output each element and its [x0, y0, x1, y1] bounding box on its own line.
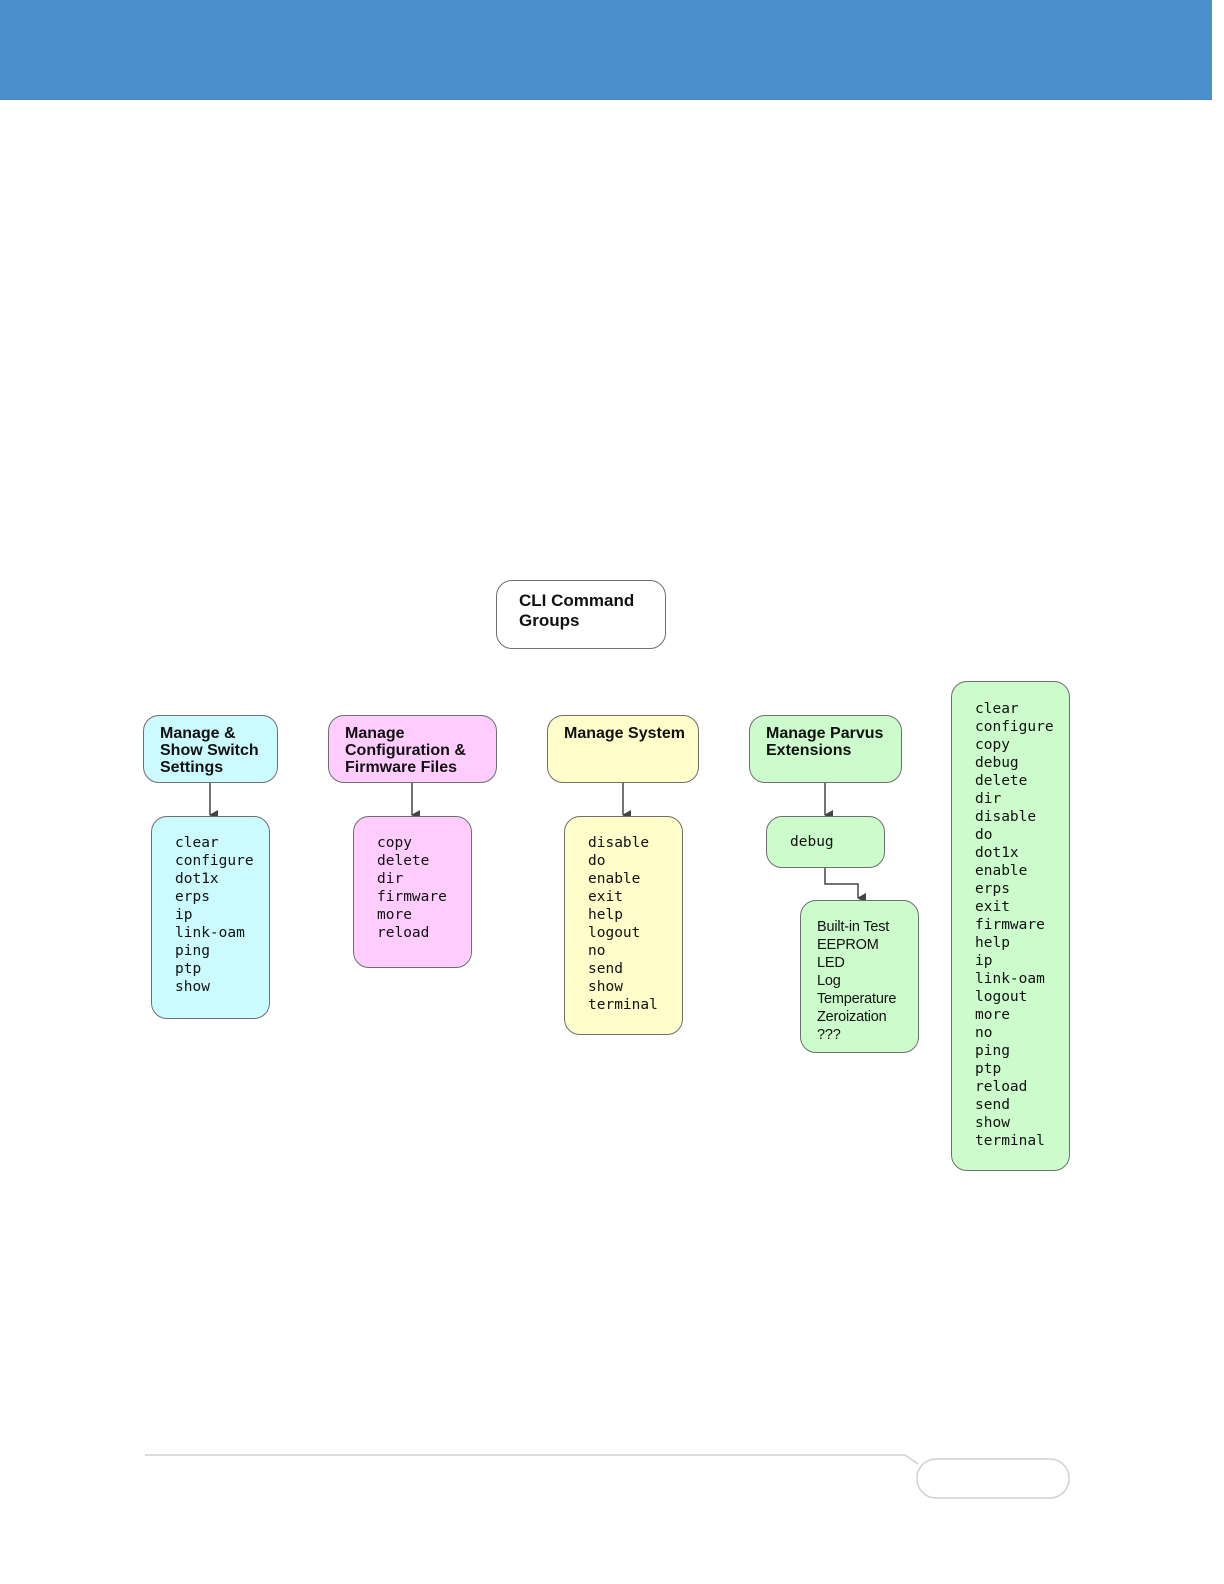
all-command-item: copy [975, 737, 1010, 753]
command-item: no [588, 943, 606, 959]
all-command-item: ptp [975, 1061, 1002, 1077]
all-command-item: dir [975, 791, 1002, 807]
command-item: ptp [175, 961, 202, 977]
command-item: configure [175, 853, 254, 869]
command-item: more [377, 907, 412, 923]
command-item: show [588, 979, 623, 995]
all-command-item: reload [975, 1079, 1028, 1095]
debug-option-item: ??? [817, 1027, 841, 1043]
footer-rule [145, 1454, 919, 1465]
all-command-item: enable [975, 863, 1028, 879]
debug-option-item: LED [817, 955, 845, 971]
all-command-item: ping [975, 1043, 1010, 1059]
all-command-item: more [975, 1007, 1010, 1023]
command-item: ip [175, 907, 193, 923]
group-manage-configuration-firmware-files: Manage Configuration & Firmware Files [328, 715, 497, 783]
command-item: help [588, 907, 623, 923]
all-command-item: ip [975, 953, 993, 969]
command-item: show [175, 979, 210, 995]
command-item: reload [377, 925, 430, 941]
all-command-item: link-oam [975, 971, 1045, 987]
subcommand-label: debug [790, 834, 834, 850]
arrow-debug-sub [824, 868, 866, 903]
all-commands-list: clear configure copy debug delete dir di… [951, 681, 1070, 1171]
command-item: ping [175, 943, 210, 959]
command-item: disable [588, 835, 650, 851]
command-item: firmware [377, 889, 447, 905]
command-item: clear [175, 835, 219, 851]
debug-option-item: EEPROM [817, 937, 879, 953]
all-command-item: disable [975, 809, 1037, 825]
subcommand-debug: debug [766, 816, 885, 868]
command-item: delete [377, 853, 430, 869]
all-command-item: logout [975, 989, 1028, 1005]
command-list-group-1: clear configure dot1x erps ip link-oam p… [151, 816, 270, 1019]
all-command-item: terminal [975, 1133, 1045, 1149]
debug-option-item: Zeroization [817, 1009, 887, 1025]
command-item: copy [377, 835, 412, 851]
all-command-item: erps [975, 881, 1010, 897]
command-list-group-3: disable do enable exit help logout no se… [564, 816, 683, 1035]
all-command-item: exit [975, 899, 1010, 915]
footer-page-number-box [916, 1458, 1070, 1499]
command-item: terminal [588, 997, 658, 1013]
debug-option-item: Temperature [817, 991, 897, 1007]
all-command-item: dot1x [975, 845, 1019, 861]
group-manage-parvus-extensions: Manage Parvus Extensions [749, 715, 902, 783]
command-item: dot1x [175, 871, 219, 887]
debug-option-item: Log [817, 973, 841, 989]
command-item: send [588, 961, 623, 977]
all-command-item: no [975, 1025, 993, 1041]
all-command-item: configure [975, 719, 1054, 735]
debug-option-item: Built-in Test [817, 919, 890, 935]
command-item: exit [588, 889, 623, 905]
command-item: link-oam [175, 925, 245, 941]
command-item: dir [377, 871, 404, 887]
command-item: logout [588, 925, 641, 941]
root-node-cli-command-groups: CLI Command Groups [496, 580, 666, 649]
debug-options-list: Built-in Test EEPROM LED Log Temperature… [800, 900, 919, 1053]
all-command-item: show [975, 1115, 1010, 1131]
all-command-item: send [975, 1097, 1010, 1113]
all-command-item: clear [975, 701, 1019, 717]
all-command-item: help [975, 935, 1010, 951]
all-command-item: delete [975, 773, 1028, 789]
all-command-item: debug [975, 755, 1019, 771]
command-item: enable [588, 871, 641, 887]
command-item: do [588, 853, 606, 869]
command-item: erps [175, 889, 210, 905]
page-header-bar [0, 0, 1212, 100]
command-list-group-2: copy delete dir firmware more reload [353, 816, 472, 968]
all-command-item: firmware [975, 917, 1045, 933]
all-command-item: do [975, 827, 993, 843]
group-manage-show-switch-settings: Manage & Show Switch Settings [143, 715, 278, 783]
group-manage-system: Manage System [547, 715, 699, 783]
